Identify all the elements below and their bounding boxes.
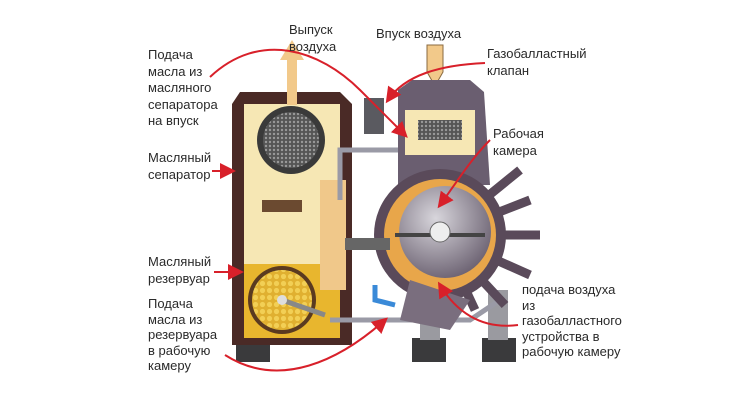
label-air-intake: Впуск воздуха xyxy=(376,26,462,41)
exhaust-flow-arrow xyxy=(280,40,304,105)
label-oil-feed-from-separator: Подача масла из масляного сепаратора на … xyxy=(148,47,218,128)
pointer-arrows xyxy=(209,48,519,372)
oil-separator-housing xyxy=(232,92,352,345)
label-working-chamber: Рабочая камера xyxy=(493,126,544,158)
rotary-pump xyxy=(345,80,540,330)
label-oil-feed-from-reservoir: Подача масла из резервуара в рабочую кам… xyxy=(148,296,218,373)
gas-ballast-valve-body xyxy=(364,98,384,134)
label-air-exhaust: Выпуск воздуха xyxy=(289,22,337,54)
intake-flow-arrow xyxy=(426,44,444,88)
label-air-feed-gas-ballast: подача воздуха из газобалластного устрой… xyxy=(522,282,622,359)
label-oil-separator: Масляный сепаратор xyxy=(148,150,212,182)
label-oil-reservoir: Масляный резервуар xyxy=(148,254,212,286)
label-gas-ballast-valve: Газобалластный клапан xyxy=(487,46,587,78)
